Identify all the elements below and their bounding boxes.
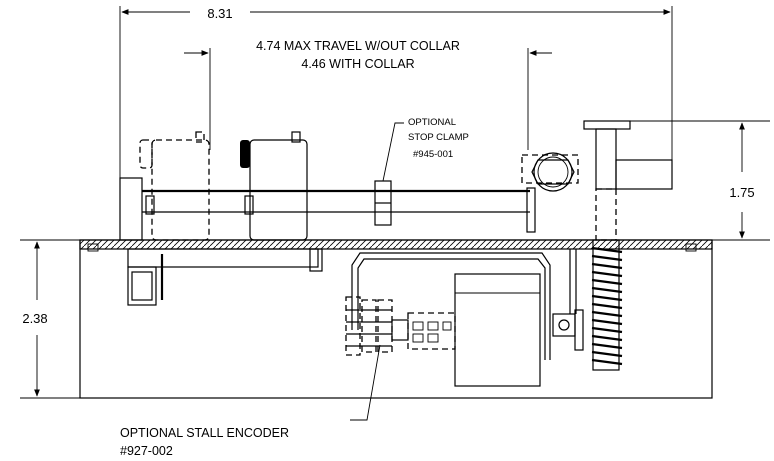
travel-label-line2: 4.46 WITH COLLAR bbox=[301, 57, 414, 71]
stop-clamp-part-number: #945-001 bbox=[413, 149, 453, 160]
vertical-drive-screw bbox=[583, 120, 673, 371]
base-height-label: 2.38 bbox=[22, 311, 47, 326]
drive-nut-assembly bbox=[521, 152, 579, 192]
lead-screw-shaft bbox=[142, 189, 530, 213]
stop-clamp-label-line2: STOP CLAMP bbox=[408, 132, 469, 143]
stall-encoder: OPTIONAL STALL ENCODER #927-002 bbox=[120, 296, 409, 458]
stop-clamp-label-line1: OPTIONAL bbox=[408, 117, 456, 128]
motor bbox=[454, 273, 541, 387]
stall-encoder-label: OPTIONAL STALL ENCODER bbox=[120, 426, 289, 440]
base-housing bbox=[79, 239, 713, 399]
base-height-dimension: 2.38 bbox=[20, 239, 80, 399]
limit-switch bbox=[552, 249, 584, 351]
travel-label-line1: 4.74 MAX TRAVEL W/OUT COLLAR bbox=[256, 39, 460, 53]
right-travel-stop bbox=[526, 187, 536, 233]
upper-height-label: 1.75 bbox=[729, 185, 754, 200]
motor-mount-frame bbox=[351, 252, 551, 360]
overall-width-dimension: 8.31 bbox=[119, 6, 673, 180]
carriage bbox=[240, 131, 308, 241]
travel-dimension: 4.74 MAX TRAVEL W/OUT COLLAR 4.46 WITH C… bbox=[184, 39, 552, 150]
coupling bbox=[407, 312, 456, 350]
under-deck-bracket bbox=[127, 248, 323, 306]
upper-height-dimension: 1.75 bbox=[630, 120, 770, 241]
left-end-bracket bbox=[119, 177, 143, 241]
spring bbox=[591, 246, 623, 366]
stall-encoder-part-number: #927-002 bbox=[120, 444, 173, 458]
stop-clamp: OPTIONAL STOP CLAMP #945-001 bbox=[374, 117, 469, 226]
carriage-ghost-position bbox=[139, 131, 210, 241]
overall-width-label: 8.31 bbox=[207, 6, 232, 21]
